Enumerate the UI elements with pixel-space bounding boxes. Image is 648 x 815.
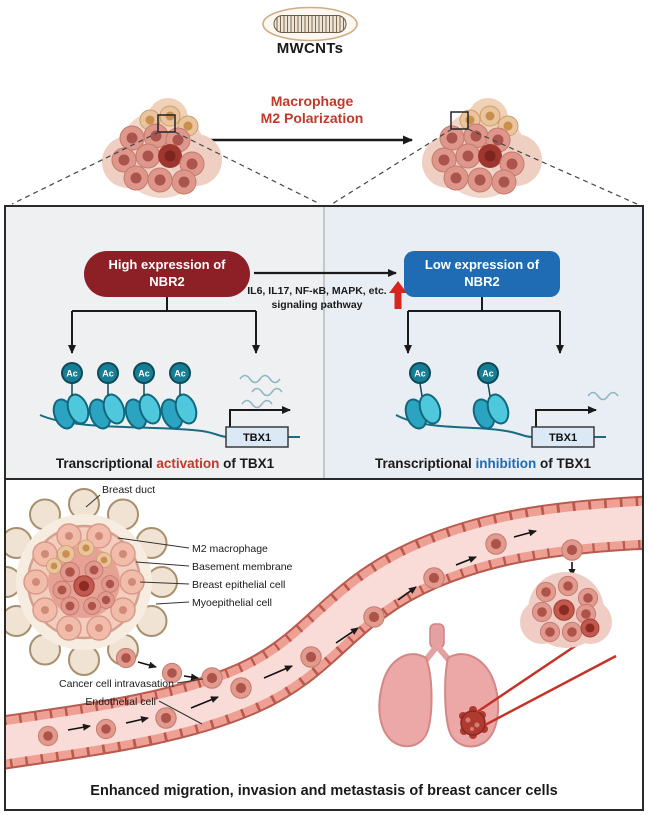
leader-lines bbox=[85, 494, 204, 725]
cancer-cell-intravasation-label: Cancer cell intravasation bbox=[59, 678, 174, 690]
svg-text:Ac: Ac bbox=[174, 369, 186, 379]
middle-illustration-svg: Ac Ac Ac Ac TBX1 bbox=[6, 207, 642, 478]
high-expression-line2: NBR2 bbox=[149, 274, 185, 289]
svg-text:Ac: Ac bbox=[102, 369, 114, 379]
ac-mark: Ac bbox=[169, 362, 191, 384]
activation-caption-pre: Transcriptional bbox=[55, 456, 157, 471]
promoter-arrow-right bbox=[535, 406, 597, 427]
ac-stems-right bbox=[419, 383, 491, 397]
bottom-caption: Enhanced migration, invasion and metasta… bbox=[90, 783, 558, 799]
signaling-pathway-label: IL6, IL17, NF-κB, MAPK, etc. signaling p… bbox=[244, 284, 390, 312]
activation-caption-post: of TBX1 bbox=[219, 456, 275, 471]
ac-mark: Ac bbox=[97, 362, 119, 384]
ac-mark: Ac bbox=[133, 362, 155, 384]
inhibition-caption-post: of TBX1 bbox=[536, 456, 592, 471]
pathway-line2: signaling pathway bbox=[271, 299, 363, 312]
top-section: MWCNTs Macrophage M2 Polarization bbox=[0, 0, 648, 205]
bottom-illustration-svg: Breast duct M2 macrophage Basement membr… bbox=[6, 484, 642, 770]
svg-text:Ac: Ac bbox=[66, 369, 78, 379]
transcripts-left bbox=[239, 374, 283, 409]
endothelial-cell-label: Endothelial cell bbox=[85, 696, 156, 708]
mwcnt-label: MWCNTs bbox=[276, 40, 344, 57]
pathway-line1: IL6, IL17, NF-κB, MAPK, etc. bbox=[247, 285, 387, 297]
svg-text:Ac: Ac bbox=[482, 369, 494, 379]
flow-arrows bbox=[67, 529, 576, 731]
metastasis-panel: Breast duct M2 macrophage Basement membr… bbox=[4, 478, 644, 811]
lungs bbox=[378, 623, 617, 748]
escaping-cells bbox=[115, 647, 199, 684]
metastatic-cluster bbox=[520, 572, 612, 648]
promoter-arrow-left bbox=[229, 406, 291, 427]
ac-mark: Ac bbox=[409, 362, 431, 384]
tbx1-gene-box-right bbox=[531, 426, 595, 448]
lung-tumor bbox=[459, 706, 488, 739]
activation-caption-word: activation bbox=[156, 456, 220, 471]
inhibition-caption-word: inhibition bbox=[475, 456, 537, 471]
breast-epithelial-cell-label: Breast epithelial cell bbox=[192, 579, 285, 591]
ac-marks-left: Ac Ac Ac Ac bbox=[61, 362, 191, 384]
top-illustration-svg bbox=[11, 6, 638, 205]
tumor-before bbox=[102, 98, 222, 198]
zoom-square-right bbox=[450, 111, 469, 130]
transcripts-right bbox=[587, 391, 619, 401]
projection-lines bbox=[11, 128, 638, 205]
mwcnt-icon bbox=[262, 6, 358, 42]
low-expression-line1: Low expression of bbox=[424, 257, 540, 273]
tbx1-gene-label-right: TBX1 bbox=[549, 432, 577, 444]
ac-stems-left bbox=[71, 383, 181, 396]
tbx1-gene-box-left bbox=[225, 426, 289, 448]
m2-polarization-line1: Macrophage bbox=[270, 93, 354, 109]
zoom-square-left bbox=[157, 114, 176, 133]
inhibition-caption: Transcriptional inhibition of TBX1 bbox=[324, 456, 642, 471]
left-bracket bbox=[68, 297, 260, 354]
m2-macrophage-label: M2 macrophage bbox=[192, 543, 268, 555]
right-bracket bbox=[404, 297, 564, 354]
high-expression-box: High expression of NBR2 bbox=[84, 251, 250, 297]
tbx1-gene-label-left: TBX1 bbox=[243, 432, 271, 444]
low-expression-box: Low expression of NBR2 bbox=[404, 251, 560, 297]
pathway-up-arrow-icon bbox=[389, 281, 407, 309]
ac-mark: Ac bbox=[477, 362, 499, 384]
nbr2-tbx1-panel: Ac Ac Ac Ac TBX1 bbox=[4, 205, 644, 480]
ac-mark: Ac bbox=[61, 362, 83, 384]
m2-polarization-label: Macrophage M2 Polarization bbox=[228, 93, 396, 127]
tumor-after bbox=[422, 98, 542, 198]
inhibition-caption-pre: Transcriptional bbox=[374, 456, 476, 471]
activation-caption: Transcriptional activation of TBX1 bbox=[6, 456, 324, 471]
ac-marks-right: Ac Ac bbox=[409, 362, 499, 384]
m2-polarization-line2: M2 Polarization bbox=[260, 109, 364, 126]
svg-text:Ac: Ac bbox=[138, 369, 150, 379]
breast-duct bbox=[6, 488, 178, 676]
svg-text:Ac: Ac bbox=[414, 369, 426, 379]
low-expression-line2: NBR2 bbox=[464, 274, 500, 289]
breast-duct-label: Breast duct bbox=[102, 484, 155, 496]
high-expression-line1: High expression of bbox=[108, 257, 226, 273]
myoepithelial-cell-label: Myoepithelial cell bbox=[192, 597, 272, 609]
basement-membrane-label: Basement membrane bbox=[192, 561, 293, 573]
